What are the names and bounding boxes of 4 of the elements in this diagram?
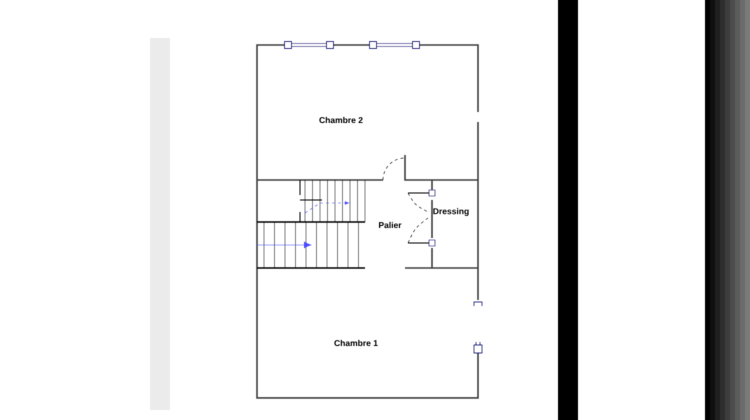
room-label: Chambre 2 xyxy=(319,116,363,124)
room-label: Palier xyxy=(379,222,402,228)
room-label: Chambre 1 xyxy=(334,340,378,346)
room-label: Dressing xyxy=(433,208,469,216)
